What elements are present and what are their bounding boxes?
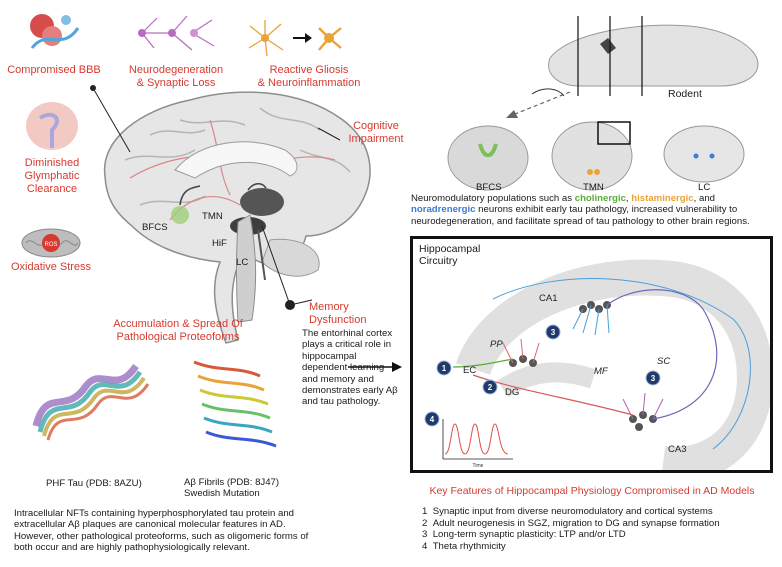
label-bfcs: BFCS (142, 222, 168, 233)
badge-3a: 3 (551, 328, 556, 337)
ros-label: ROS (44, 242, 57, 248)
noradrenergic-text: noradrenergic (411, 204, 476, 216)
tau-fibril-illustration (32, 363, 150, 441)
section-label-lc: LC (698, 182, 711, 193)
rodent-caption: Neuromodulatory populations such as chol… (411, 193, 750, 227)
pathway-mf: MF (594, 366, 609, 377)
region-ca3: CA3 (668, 444, 686, 455)
section-label-tmn: TMN (583, 182, 604, 193)
label-lc: LC (236, 257, 249, 268)
hippocampal-circuit-diagram: 1 2 3 3 4 Time CA1 CA3 EC DG PP MF SC (424, 259, 770, 470)
abeta-caption: Aβ Fibrils (PDB: 8J47) Swedish Mutation (184, 477, 280, 500)
label-oxidative-stress: Oxidative Stress (10, 261, 92, 273)
label-tmn: TMN (202, 211, 223, 222)
hippocampal-circuitry-panel: Hippocampal Circuitry 1 2 3 3 4 Time (410, 236, 773, 473)
badge-2: 2 (488, 383, 493, 392)
region-ec: EC (463, 365, 476, 376)
feature-item: 1 Synaptic input from diverse neuromodul… (422, 506, 713, 517)
label-memory-dysfunction: Memory Dysfunction (309, 301, 367, 326)
rodent-title: Rodent (668, 88, 702, 100)
tau-caption: PHF Tau (PDB: 8AZU) (46, 478, 142, 489)
mitochondria-icon: ROS (21, 228, 81, 258)
feature-item: 4 Theta rhythmicity (422, 540, 506, 552)
time-axis-label: Time (473, 463, 484, 469)
key-features-list: 1 Synaptic input from diverse neuromodul… (422, 506, 774, 552)
abeta-fibril-illustration (193, 360, 277, 448)
proteoforms-title: Accumulation & Spread Of Pathological Pr… (113, 318, 243, 343)
rodent-brain-diagram (447, 16, 759, 191)
label-hif: HiF (212, 238, 227, 249)
badge-3b: 3 (651, 374, 656, 383)
pathway-sc: SC (657, 356, 670, 367)
neurodegeneration-icon (138, 15, 215, 51)
region-ca1: CA1 (539, 293, 557, 304)
badge-1: 1 (442, 364, 447, 373)
feature-item: 3 Long-term synaptic plasticity: LTP and… (422, 529, 626, 541)
hippocampal-title: Hippocampal Circuitry (419, 243, 481, 267)
label-glymphatic: Diminished Glymphatic Clearance (24, 157, 80, 195)
feature-item: 2 Adult neurogenesis in SGZ, migration t… (422, 517, 720, 529)
bbb-icon (30, 14, 80, 49)
label-cognitive-impairment: Cognitive Impairment (348, 120, 404, 145)
entorhinal-description: The entorhinal cortex plays a critical r… (302, 328, 398, 408)
reactive-gliosis-icon (248, 20, 342, 57)
label-neurodegeneration: Neurodegeneration & Synaptic Loss (128, 64, 224, 89)
histaminergic-text: histaminergic (631, 193, 694, 204)
label-compromised-bbb: Compromised BBB (7, 64, 101, 76)
section-label-bfcs: BFCS (476, 182, 502, 193)
label-reactive-gliosis: Reactive Gliosis & Neuroinflammation (257, 64, 361, 89)
region-dg: DG (505, 387, 519, 398)
key-features-title: Key Features of Hippocampal Physiology C… (429, 485, 755, 497)
cholinergic-text: cholinergic (574, 193, 626, 204)
right-arrow-icon (348, 362, 402, 372)
badge-4: 4 (430, 415, 435, 424)
pathway-pp: PP (490, 339, 503, 350)
glymphatic-icon (26, 102, 78, 150)
proteoforms-description: Intracellular NFTs containing hyperphosp… (14, 508, 309, 554)
